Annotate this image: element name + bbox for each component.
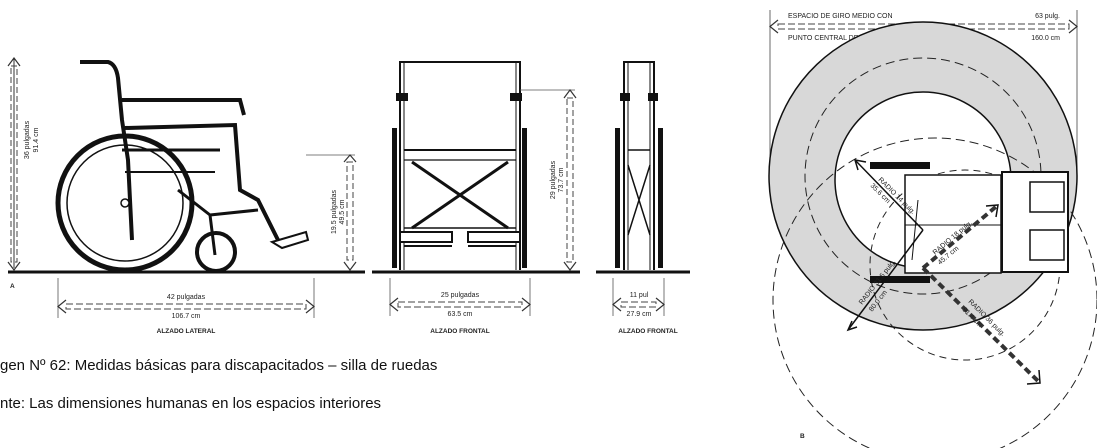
folded-width-cm-label: 27.9 cm <box>627 311 652 318</box>
length-in-label: 42 pulgadas <box>167 294 206 301</box>
front-height-dimension-bar <box>566 97 574 263</box>
front-caster <box>195 231 237 273</box>
rear-wheel <box>55 133 195 273</box>
length-dimension-bar <box>65 303 307 310</box>
folded-view: 11 pul 27.9 cm ALZADO FRONTAL <box>596 61 690 335</box>
front-view-title: ALZADO FRONTAL <box>430 328 489 335</box>
plan-chair <box>904 174 1002 274</box>
length-cm-label: 106.7 cm <box>172 313 201 320</box>
height-cm-label: 91.4 cm <box>33 127 40 152</box>
front-height-cm-label: 73.7 cm <box>558 167 565 192</box>
turning-label-2: PUNTO CENTRAL DE PIVOTAJE <box>788 35 894 42</box>
side-view-title: ALZADO LATERAL <box>157 328 216 335</box>
seat-in-label: 19.5 pulgadas <box>331 190 338 234</box>
height-in-label: 36 pulgadas <box>24 120 31 159</box>
seat-dimension-bar <box>346 161 354 261</box>
turning-label-1: ESPACIO DE GIRO MEDIO CON <box>788 13 893 20</box>
side-view: 36 pulgadas 91.4 cm A 19.5 pulgadas 49.5… <box>7 57 365 335</box>
turning-in-label: 63 pulg. <box>1035 13 1060 20</box>
folded-width-in-label: 11 pul <box>630 292 649 299</box>
front-view: 29 pulgadas 73.7 cm 25 pulgadas 63.5 cm … <box>372 61 580 335</box>
front-width-dimension-bar <box>397 301 523 308</box>
seat-cm-label: 49.5 cm <box>339 199 346 224</box>
height-dimension-bar <box>10 65 18 263</box>
view-b-marker: B <box>800 433 805 440</box>
caption-title: gen Nº 62: Medidas básicas para discapac… <box>0 357 438 374</box>
turning-cm-label: 160.0 cm <box>1031 35 1060 42</box>
front-height-in-label: 29 pulgadas <box>550 160 557 199</box>
view-a-marker: A <box>10 283 15 290</box>
folded-view-title: ALZADO FRONTAL <box>618 328 677 335</box>
folded-width-dimension-bar <box>620 301 657 308</box>
turning-plan: ESPACIO DE GIRO MEDIO CON PUNTO CENTRAL … <box>768 10 1097 448</box>
front-width-cm-label: 63.5 cm <box>448 311 473 318</box>
front-width-in-label: 25 pulgadas <box>441 292 480 299</box>
caption-source: nte: Las dimensiones humanas en los espa… <box>0 395 382 412</box>
